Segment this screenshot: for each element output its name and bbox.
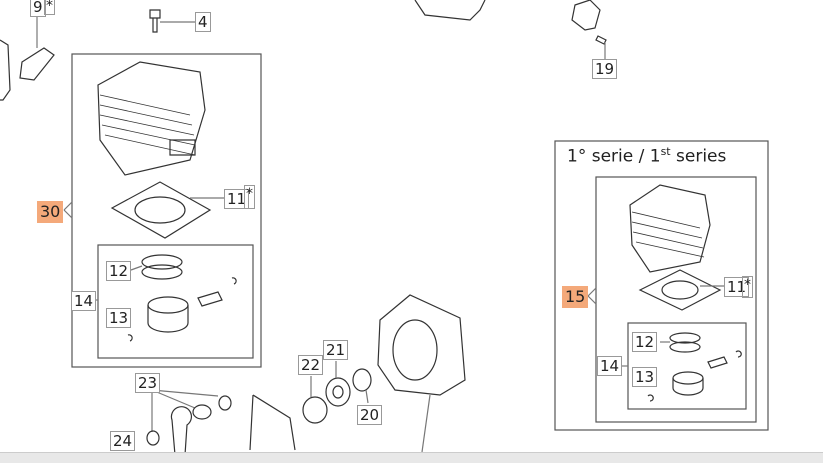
ball-bearing [325,377,351,407]
cylinder-gasket-part [110,181,212,239]
callout-24[interactable]: 24 [110,431,136,451]
callout-12[interactable]: 12 [106,261,132,281]
thrust-washer [218,395,232,411]
series-title-main: 1° serie / 1 [567,146,661,167]
bracket-part [414,0,486,21]
piston-part [147,305,189,333]
callout-4[interactable]: 4 [195,12,211,32]
screw-part [595,35,607,45]
kit-box-15 [595,176,757,423]
callout-15[interactable]: 15 [562,286,589,308]
circlip [127,334,133,342]
cylinder-part-15 [629,184,711,273]
horizontal-scrollbar[interactable] [0,452,823,463]
piston-ring [141,254,183,270]
callout-21[interactable]: 21 [323,340,349,360]
callout-13[interactable]: 13 [106,308,132,328]
callout-star: * [44,0,55,15]
intake-gasket-part [19,47,55,81]
oil-seal [352,368,372,392]
callout-13b[interactable]: 13 [632,367,658,387]
callout-23[interactable]: 23 [135,373,161,393]
callout-22[interactable]: 22 [298,355,324,375]
piston-kit-box-14 [97,244,254,359]
crankcase-half [377,294,466,396]
callout-9[interactable]: 9 [30,0,46,17]
series-title-tail: series [670,146,727,167]
connecting-rod [170,406,193,456]
cylinder-part-30 [97,61,206,176]
callout-12b[interactable]: 12 [632,332,658,352]
piston-ring [141,264,183,280]
piston-pin [197,291,223,307]
crankcase-gasket [249,394,296,451]
circlip [231,277,237,285]
needle-bearing [192,404,212,420]
callout-14[interactable]: 14 [71,291,97,311]
series-box [554,140,769,431]
callout-11[interactable]: 11 [224,189,250,209]
callout-14b[interactable]: 14 [597,356,623,376]
callout-20[interactable]: 20 [357,405,383,425]
callout-19[interactable]: 19 [592,59,618,79]
snap-ring [302,396,328,424]
series-title: 1° serie / 1st series [567,145,726,167]
bolt-part [149,9,161,33]
clamp-part [571,0,601,31]
series-title-sup: st [660,145,671,158]
thrust-washer [146,430,160,446]
cylinder-gasket-part-b [638,269,722,311]
callout-star: * [244,185,255,209]
callout-star: * [742,276,753,298]
callout-30[interactable]: 30 [37,201,64,223]
carburetor-partial [0,39,11,101]
kit-box-30 [71,53,262,368]
